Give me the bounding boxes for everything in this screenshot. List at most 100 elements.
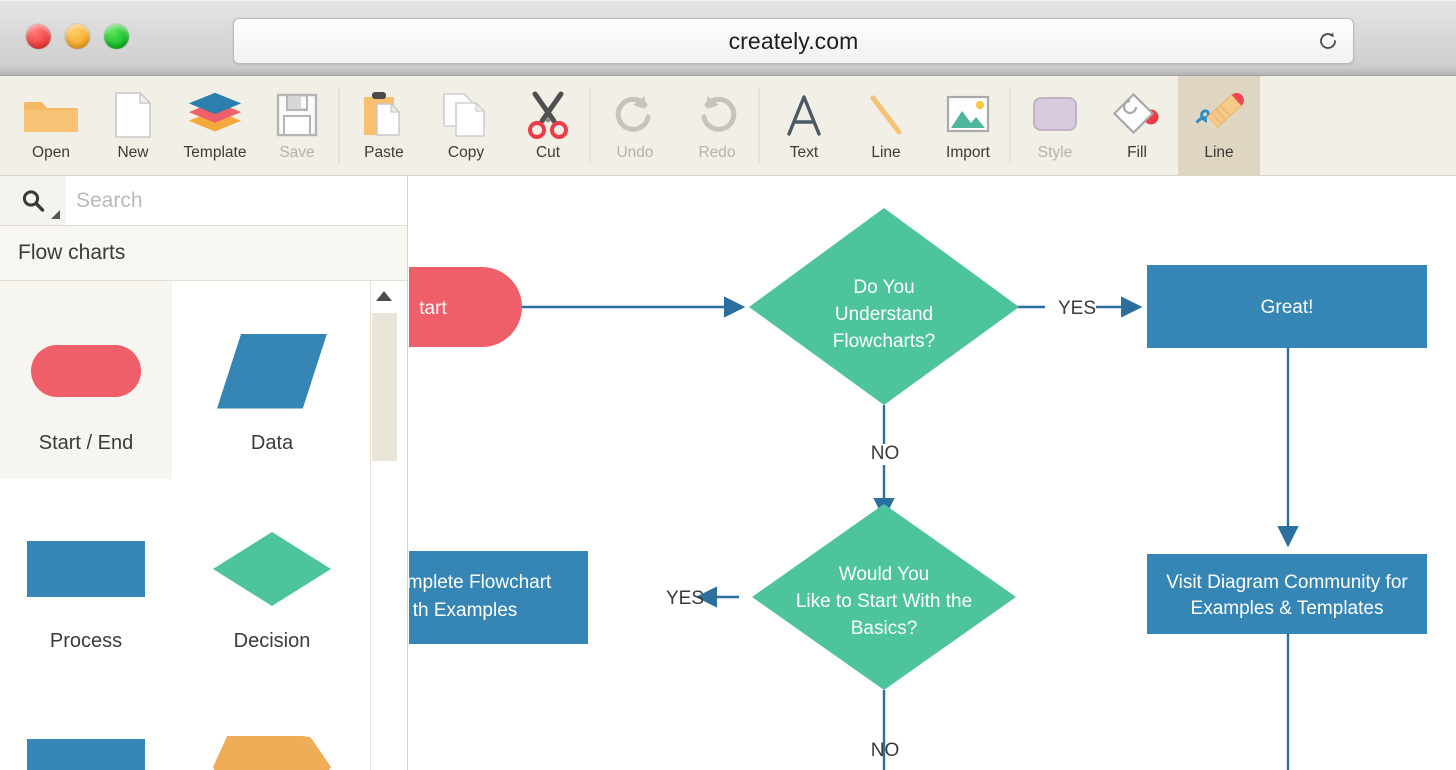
toolbar-cut-label: Cut: [535, 144, 561, 161]
toolbar-paste[interactable]: Paste: [343, 76, 425, 175]
node-decision-1-line2: Understand: [835, 304, 933, 325]
close-button[interactable]: [26, 24, 51, 49]
toolbar-fill[interactable]: Fill: [1096, 76, 1178, 175]
toolbar-template-label: Template: [183, 144, 247, 161]
node-complete-line2: th Examples: [413, 600, 518, 621]
toolbar-line-tool[interactable]: Line: [845, 76, 927, 175]
maximize-button[interactable]: [104, 24, 129, 49]
toolbar-import-label: Import: [946, 144, 990, 161]
triangle-up-icon[interactable]: [371, 281, 397, 311]
toolbar-copy[interactable]: Copy: [425, 76, 507, 175]
window-controls: [26, 24, 129, 49]
toolbar-copy-label: Copy: [447, 144, 485, 161]
node-complete-line1: mplete Flowchart: [409, 572, 552, 593]
shape-item-row3-left[interactable]: [0, 677, 172, 770]
node-great[interactable]: Great!: [1147, 265, 1427, 348]
toolbar-divider: [758, 88, 763, 163]
node-visit[interactable]: Visit Diagram Community for Examples & T…: [1147, 554, 1427, 634]
shape-grid: Start / End Data Process Decision: [0, 281, 372, 770]
toolbar-divider: [338, 88, 343, 163]
node-complete[interactable]: mplete Flowchart th Examples: [409, 551, 588, 644]
toolbar-spacer: [0, 76, 10, 175]
edge-label-yes-top: YES: [1058, 298, 1096, 319]
toolbar-style[interactable]: Style: [1014, 76, 1096, 175]
category-header[interactable]: Flow charts: [0, 226, 407, 281]
scissors-icon: [518, 89, 578, 141]
toolbar-undo[interactable]: Undo: [594, 76, 676, 175]
node-start[interactable]: tart: [409, 267, 522, 347]
pencil-icon: [1189, 89, 1249, 141]
node-decision-1-line3: Flowcharts?: [833, 331, 935, 352]
shape-label: Start / End: [38, 432, 134, 454]
edge-label-no-mid: NO: [871, 443, 900, 464]
url-text: creately.com: [728, 27, 859, 54]
node-start-label: tart: [419, 298, 447, 319]
search-input[interactable]: [66, 176, 407, 225]
toolbar-redo[interactable]: Redo: [676, 76, 758, 175]
rectangle-shape: [26, 722, 146, 770]
search-icon[interactable]: [0, 176, 66, 225]
letter-a-icon: [774, 89, 834, 141]
shape-label: Decision: [233, 630, 311, 652]
toolbar-line-style[interactable]: Line: [1178, 76, 1260, 175]
rectangle-shape: [26, 524, 146, 614]
image-icon: [938, 89, 998, 141]
shape-item-data[interactable]: Data: [172, 281, 372, 479]
copy-pages-icon: [436, 89, 496, 141]
folder-icon: [21, 89, 81, 141]
toolbar-import[interactable]: Import: [927, 76, 1009, 175]
shape-palette: Start / End Data Process Decision: [0, 281, 407, 770]
floppy-disk-icon: [267, 89, 327, 141]
shape-item-decision[interactable]: Decision: [172, 479, 372, 677]
diagonal-line-icon: [856, 89, 916, 141]
shape-label: Data: [250, 432, 294, 454]
toolbar-style-label: Style: [1037, 144, 1073, 161]
toolbar-save[interactable]: Save: [256, 76, 338, 175]
diagram-canvas[interactable]: tart Do You Understand Flowcharts? YES N…: [409, 176, 1456, 770]
scrollbar-thumb[interactable]: [372, 313, 397, 461]
node-decision-1[interactable]: Do You Understand Flowcharts?: [749, 208, 1019, 405]
toolbar-cut[interactable]: Cut: [507, 76, 589, 175]
toolbar-line-style-label: Line: [1204, 144, 1234, 161]
node-decision-1-line1: Do You: [853, 277, 914, 298]
toolbar-open-label: Open: [32, 144, 70, 161]
shape-label: Process: [49, 630, 123, 652]
toolbar-divider: [1009, 88, 1014, 163]
toolbar-new-label: New: [117, 144, 149, 161]
address-bar[interactable]: creately.com: [233, 18, 1354, 64]
parallelogram-shape: [212, 326, 332, 416]
node-decision-2-line1: Would You: [839, 564, 930, 585]
toolbar-open[interactable]: Open: [10, 76, 92, 175]
layers-icon: [185, 89, 245, 141]
page-icon: [103, 89, 163, 141]
node-decision-2[interactable]: Would You Like to Start With the Basics?: [752, 504, 1016, 690]
toolbar-new[interactable]: New: [92, 76, 174, 175]
node-great-label: Great!: [1261, 297, 1314, 318]
toolbar-save-label: Save: [279, 144, 315, 161]
shape-item-process[interactable]: Process: [0, 479, 172, 677]
rounded-pill-shape: [26, 326, 146, 416]
display-shape: [212, 722, 332, 770]
reload-icon[interactable]: [1317, 30, 1339, 52]
minimize-button[interactable]: [65, 24, 90, 49]
toolbar-undo-label: Undo: [616, 144, 654, 161]
flowchart-svg: tart Do You Understand Flowcharts? YES N…: [409, 208, 1427, 770]
browser-titlebar: creately.com: [0, 0, 1456, 76]
toolbar-line-tool-label: Line: [871, 144, 901, 161]
toolbar-template[interactable]: Template: [174, 76, 256, 175]
sidebar-scrollbar[interactable]: [370, 281, 397, 770]
toolbar-text[interactable]: Text: [763, 76, 845, 175]
search-row: [0, 176, 407, 226]
shape-item-row3-right[interactable]: [172, 677, 372, 770]
clipboard-icon: [354, 89, 414, 141]
paint-bucket-icon: [1107, 89, 1167, 141]
toolbar-fill-label: Fill: [1127, 144, 1147, 161]
node-visit-line2: Examples & Templates: [1191, 598, 1384, 619]
shape-item-start-end[interactable]: Start / End: [0, 281, 172, 479]
rounded-square-icon: [1025, 89, 1085, 141]
node-decision-2-line3: Basics?: [851, 618, 918, 639]
edge-label-yes-bottom: YES: [666, 588, 704, 609]
undo-arrow-icon: [605, 89, 665, 141]
main-toolbar: Open New Template: [0, 76, 1456, 176]
